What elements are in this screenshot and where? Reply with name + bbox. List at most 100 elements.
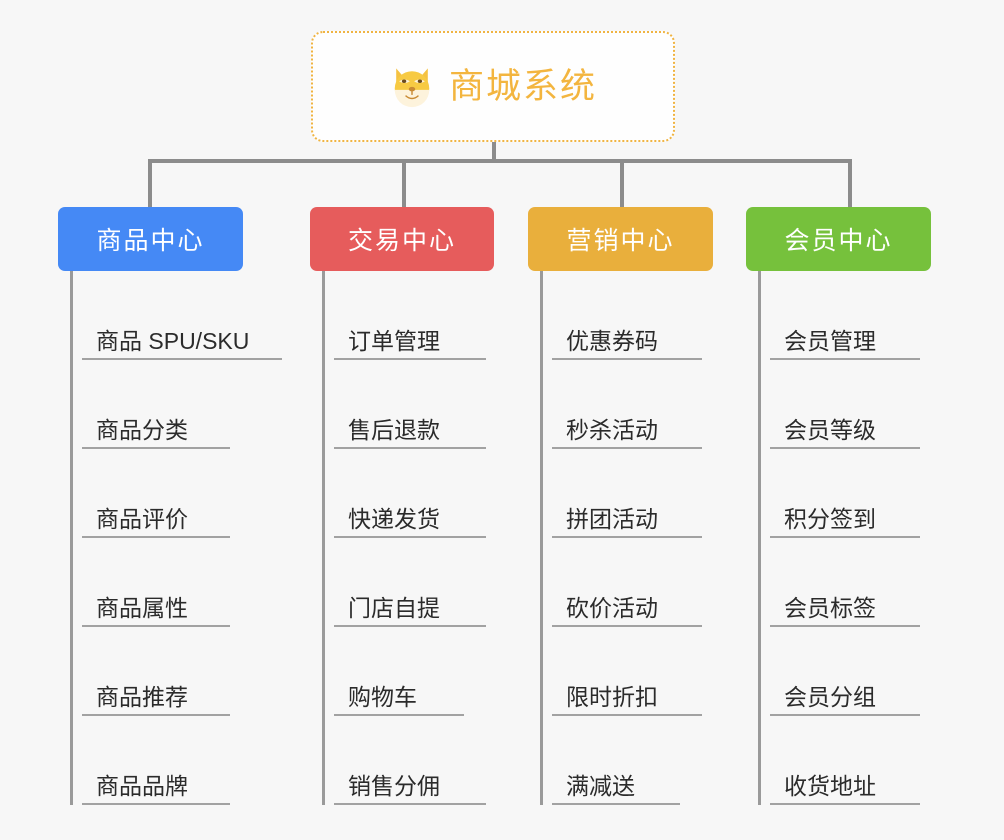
leaf-rule [82, 536, 230, 538]
leaf-rule [334, 447, 486, 449]
connector-drop-2 [402, 159, 406, 207]
group-header-label: 会员中心 [784, 227, 893, 255]
group-header-营销中心[interactable]: 营销中心 [528, 207, 713, 271]
leaf-item[interactable]: 砍价活动 [540, 538, 713, 627]
leaf-rule [334, 803, 486, 805]
connector-root-stem [492, 142, 496, 163]
leaf-item[interactable]: 订单管理 [322, 271, 494, 360]
leaf-label: 售后退款 [348, 416, 440, 443]
leaf-rule [552, 714, 702, 716]
leaf-item[interactable]: 收货地址 [758, 716, 931, 805]
leaf-rule [334, 358, 486, 360]
leaf-label: 会员等级 [784, 416, 876, 443]
leaf-list-1: 商品 SPU/SKU 商品分类 商品评价 商品属性 商品推荐 商品品牌 [58, 271, 282, 805]
leaf-item[interactable]: 快递发货 [322, 449, 494, 538]
root-node-商城系统[interactable]: 商城系统 [311, 31, 675, 142]
leaf-rule [334, 625, 486, 627]
leaf-item[interactable]: 商品品牌 [70, 716, 243, 805]
spine-1 [70, 271, 73, 805]
leaf-label: 购物车 [348, 683, 417, 710]
leaf-item[interactable]: 秒杀活动 [540, 360, 713, 449]
leaf-rule [552, 358, 702, 360]
spine-3 [540, 271, 543, 805]
leaf-item[interactable]: 商品评价 [70, 449, 243, 538]
leaf-item[interactable]: 限时折扣 [540, 627, 713, 716]
leaf-label: 商品分类 [96, 416, 188, 443]
leaf-item[interactable]: 售后退款 [322, 360, 494, 449]
leaf-label: 砍价活动 [566, 594, 658, 621]
leaf-item[interactable]: 积分签到 [758, 449, 931, 538]
leaf-label: 会员管理 [784, 327, 876, 354]
leaf-item[interactable]: 会员管理 [758, 271, 931, 360]
leaf-rule [770, 714, 920, 716]
group-header-label: 营销中心 [566, 227, 675, 255]
leaf-rule [552, 447, 702, 449]
leaf-label: 商品属性 [96, 594, 188, 621]
leaf-label: 收货地址 [784, 772, 876, 799]
leaf-label: 满减送 [566, 772, 635, 799]
leaf-rule [334, 536, 486, 538]
leaf-item[interactable]: 优惠券码 [540, 271, 713, 360]
leaf-label: 会员分组 [784, 683, 876, 710]
leaf-item[interactable]: 销售分佣 [322, 716, 494, 805]
leaf-label: 销售分佣 [348, 772, 440, 799]
leaf-item[interactable]: 会员分组 [758, 627, 931, 716]
leaf-item[interactable]: 商品属性 [70, 538, 243, 627]
group-header-商品中心[interactable]: 商品中心 [58, 207, 243, 271]
leaf-item[interactable]: 商品 SPU/SKU [70, 271, 282, 360]
leaf-rule [82, 803, 230, 805]
leaf-label: 商品品牌 [96, 772, 188, 799]
leaf-label: 商品推荐 [96, 683, 188, 710]
leaf-item[interactable]: 会员等级 [758, 360, 931, 449]
leaf-list-3: 优惠券码 秒杀活动 拼团活动 砍价活动 限时折扣 满减送 [528, 271, 713, 805]
leaf-label: 门店自提 [348, 594, 440, 621]
leaf-list-2: 订单管理 售后退款 快递发货 门店自提 购物车 销售分佣 [310, 271, 494, 805]
leaf-item[interactable]: 购物车 [322, 627, 494, 716]
group-header-会员中心[interactable]: 会员中心 [746, 207, 931, 271]
leaf-label: 商品 SPU/SKU [96, 327, 250, 354]
leaf-rule [82, 714, 230, 716]
leaf-label: 优惠券码 [566, 327, 658, 354]
leaf-rule [770, 536, 920, 538]
leaf-rule [770, 803, 920, 805]
connector-drop-1 [148, 159, 152, 207]
leaf-label: 秒杀活动 [566, 416, 658, 443]
leaf-label: 积分签到 [784, 505, 876, 532]
leaf-label: 商品评价 [96, 505, 188, 532]
leaf-item[interactable]: 会员标签 [758, 538, 931, 627]
leaf-rule [552, 536, 702, 538]
leaf-rule [552, 625, 702, 627]
leaf-rule [770, 625, 920, 627]
leaf-rule [334, 714, 464, 716]
leaf-label: 会员标签 [784, 594, 876, 621]
group-column-3: 营销中心 优惠券码 秒杀活动 拼团活动 砍价活动 限时折扣 [528, 207, 713, 805]
spine-2 [322, 271, 325, 805]
leaf-rule [770, 447, 920, 449]
leaf-rule [770, 358, 920, 360]
group-header-交易中心[interactable]: 交易中心 [310, 207, 494, 271]
leaf-list-4: 会员管理 会员等级 积分签到 会员标签 会员分组 收货地址 [746, 271, 931, 805]
leaf-label: 快递发货 [348, 505, 440, 532]
leaf-item[interactable]: 拼团活动 [540, 449, 713, 538]
root-title: 商城系统 [448, 67, 597, 106]
leaf-label: 限时折扣 [566, 683, 658, 710]
leaf-label: 订单管理 [348, 327, 440, 354]
leaf-rule [82, 447, 230, 449]
group-header-label: 商品中心 [96, 227, 205, 255]
leaf-label: 拼团活动 [566, 505, 658, 532]
group-column-1: 商品中心 商品 SPU/SKU 商品分类 商品评价 商品属性 商品推荐 [58, 207, 282, 805]
connector-drop-4 [848, 159, 852, 207]
leaf-item[interactable]: 商品分类 [70, 360, 243, 449]
leaf-item[interactable]: 商品推荐 [70, 627, 243, 716]
group-column-4: 会员中心 会员管理 会员等级 积分签到 会员标签 会员分组 [746, 207, 931, 805]
leaf-item[interactable]: 门店自提 [322, 538, 494, 627]
leaf-rule [552, 803, 680, 805]
group-column-2: 交易中心 订单管理 售后退款 快递发货 门店自提 购物车 [310, 207, 494, 805]
leaf-item[interactable]: 满减送 [540, 716, 713, 805]
leaf-rule [82, 625, 230, 627]
shiba-dog-face-icon [394, 67, 430, 107]
spine-4 [758, 271, 761, 805]
connector-drop-3 [620, 159, 624, 207]
group-header-label: 交易中心 [347, 227, 456, 255]
